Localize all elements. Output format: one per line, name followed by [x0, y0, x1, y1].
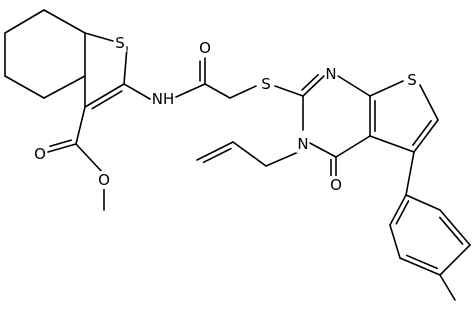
- sulfur-atom-label: S: [405, 71, 419, 89]
- thiophene-double-bond: [413, 119, 439, 153]
- ester-carbonyl-bond: [47, 143, 77, 153]
- aryl-ring-double-bond-second: [439, 216, 464, 245]
- ester-carbonyl-bond-second: [49, 139, 73, 148]
- thiophene-bond: [84, 32, 114, 42]
- chain-bond: [204, 83, 231, 99]
- aryl-ring-double-bond-second: [405, 254, 438, 270]
- ester-bond: [75, 143, 105, 175]
- nitrogen-atom-label: N: [324, 65, 338, 83]
- allyl-bond: [232, 141, 267, 167]
- ring-bond: [4, 9, 45, 34]
- bond-layer: [4, 9, 471, 301]
- sulfur-atom-label-text: S: [261, 75, 271, 93]
- nh-atom-label-text: NH: [152, 90, 175, 108]
- thiophene-bond: [123, 46, 128, 85]
- amide-bond: [123, 83, 151, 100]
- pyrimidine-bond: [307, 141, 337, 158]
- aryl-ring-double-bond-second: [395, 200, 410, 225]
- ring-bond: [43, 9, 86, 34]
- aryl-methyl-bond: [439, 274, 456, 301]
- nitrogen-atom-label-text: N: [325, 65, 336, 83]
- thiophene-bond: [369, 135, 415, 153]
- ring-bond: [4, 75, 45, 99]
- thiophene-double-bond-second: [412, 120, 432, 146]
- aryl-ring-double-bond: [439, 209, 471, 246]
- pyrimidine-double-bond: [302, 75, 325, 97]
- chain-bond: [274, 85, 304, 97]
- atom-label-layer: S NH O S N S N O O O: [33, 34, 419, 194]
- aryl-bond: [405, 151, 415, 196]
- thiophene-double-bond: [84, 83, 125, 108]
- oxygen-atom-label-text: O: [34, 145, 46, 163]
- ester-bond: [75, 106, 86, 145]
- nh-atom-label: NH: [151, 90, 175, 108]
- oxygen-atom-label-text: O: [199, 39, 211, 57]
- oxygen-atom-label: O: [33, 145, 47, 163]
- sulfur-atom-label-text: S: [115, 34, 125, 52]
- oxygen-atom-label-text: O: [330, 176, 342, 194]
- aryl-ring-double-bond: [389, 194, 407, 226]
- allyl-double-bond: [196, 141, 234, 161]
- pyrimidine-bond: [337, 75, 371, 97]
- amide-bond: [175, 83, 206, 98]
- sulfur-atom-label: S: [113, 34, 127, 52]
- oxygen-atom-label-text: O: [98, 171, 110, 189]
- aryl-ring-bond: [439, 244, 471, 276]
- oxygen-atom-label: O: [329, 176, 343, 194]
- nitrogen-atom-label-text: N: [297, 135, 308, 153]
- oxygen-atom-label: O: [198, 39, 212, 57]
- aryl-ring-bond: [389, 224, 401, 259]
- nitrogen-atom-label: N: [296, 135, 310, 153]
- sulfur-atom-label-text: S: [407, 71, 417, 89]
- sulfur-atom-label: S: [259, 75, 273, 93]
- oxygen-atom-label: O: [97, 171, 111, 189]
- thiophene-bond: [419, 84, 439, 121]
- chain-bond: [229, 85, 257, 99]
- aryl-ring-bond: [405, 194, 441, 211]
- allyl-double-bond-second: [202, 147, 232, 164]
- aryl-ring-double-bond: [399, 257, 441, 276]
- ring-bond: [43, 75, 86, 99]
- thiophene-bond: [369, 80, 404, 97]
- pyrimidine-double-bond-second: [301, 73, 319, 91]
- pyrimidine-bond: [335, 135, 371, 158]
- thiophene-double-bond-second: [91, 90, 123, 110]
